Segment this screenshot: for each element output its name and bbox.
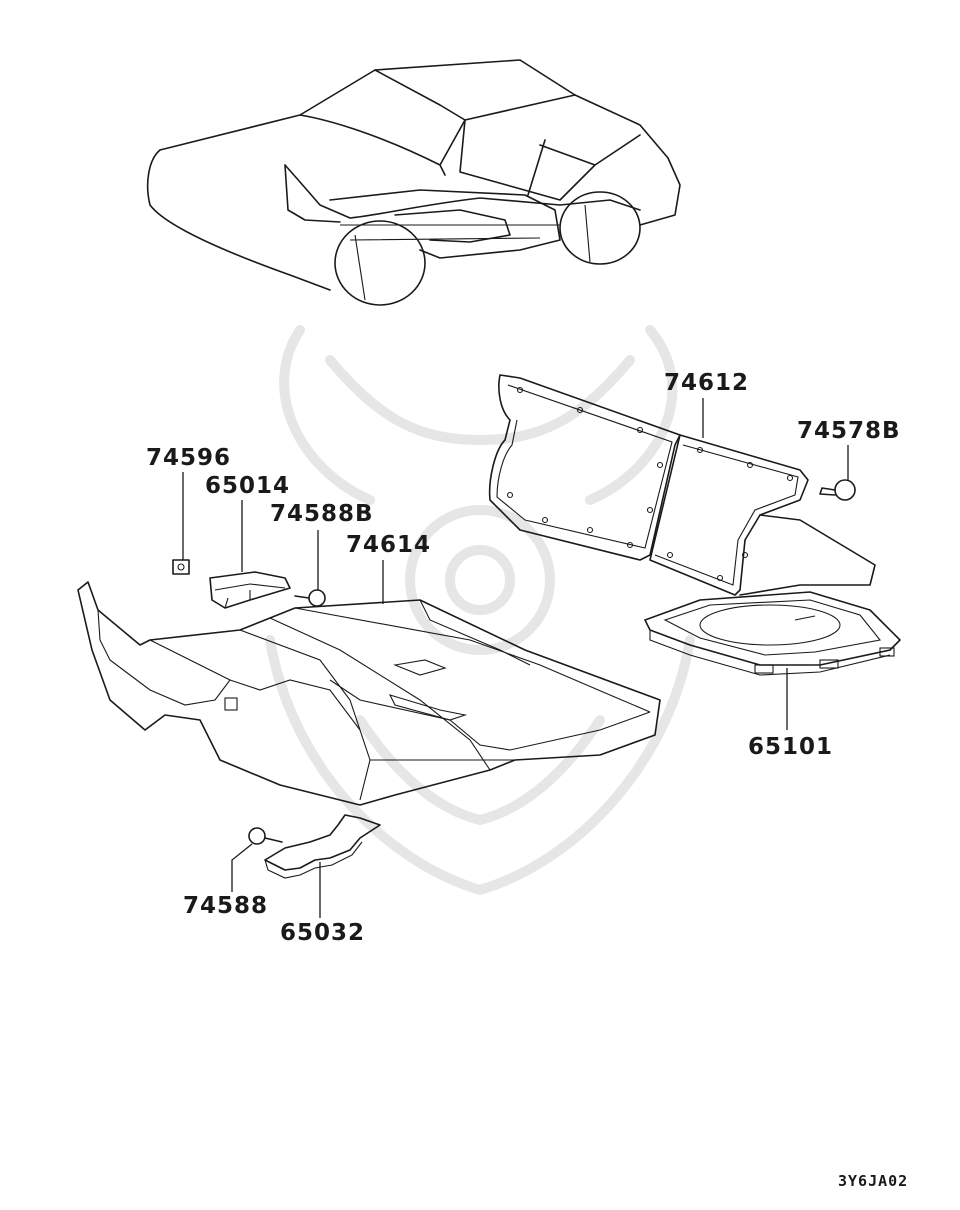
diagram-code: 3Y6JA02	[838, 1172, 909, 1190]
label-74588: 74588	[183, 893, 269, 919]
leader-lines	[182, 398, 849, 918]
label-74614: 74614	[346, 532, 432, 558]
label-74612: 74612	[664, 370, 750, 396]
bracket-65014	[209, 571, 291, 609]
label-65101: 65101	[748, 734, 834, 760]
label-74588B: 74588B	[270, 501, 374, 527]
rear-seat-back-trim	[488, 374, 876, 596]
trunk-floor-mat	[644, 591, 901, 676]
label-74596: 74596	[146, 445, 232, 471]
clip-74578B	[819, 479, 856, 501]
nut-74596	[172, 559, 190, 575]
floor-carpet	[77, 581, 661, 806]
label-65032: 65032	[280, 920, 366, 946]
screw-74588	[248, 827, 283, 845]
watermark-emblem	[265, 325, 695, 896]
screw-74588B	[294, 589, 326, 607]
label-65014: 65014	[205, 473, 291, 499]
reinforcement-65032	[264, 814, 381, 879]
label-74578B: 74578B	[797, 418, 901, 444]
car-outline	[146, 59, 681, 306]
